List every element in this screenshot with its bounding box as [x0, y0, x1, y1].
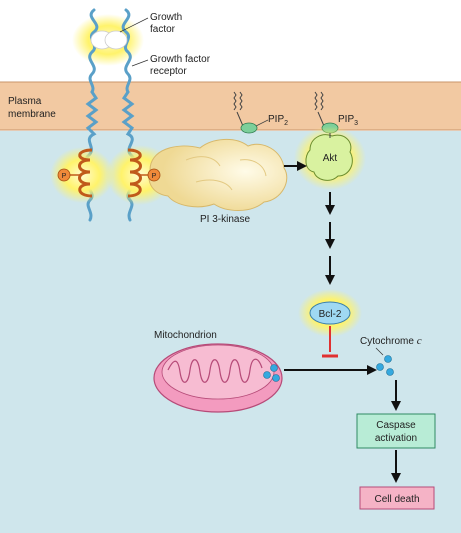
pip2-label-sub: 2: [284, 120, 288, 127]
cytochrome-label: Cytochrome c: [360, 335, 422, 347]
cyt-c-mito-1: [270, 364, 278, 372]
plasma-label-1: Plasma: [8, 96, 42, 107]
cyt-c-2: [376, 363, 384, 371]
akt: [305, 134, 353, 181]
plasma-label-2: membrane: [8, 109, 56, 120]
receptor-label-2: receptor: [150, 66, 187, 77]
caspase-label-1: Caspase: [376, 420, 416, 431]
phosphate-right-label: P: [152, 173, 157, 180]
growth-factor-label-1: Growth: [150, 12, 182, 23]
cytochrome-label-c: c: [417, 335, 422, 347]
caspase-label-2: activation: [375, 433, 417, 444]
pi3k-label: PI 3-kinase: [200, 214, 250, 225]
cell-death-label: Cell death: [374, 494, 419, 505]
plasma-membrane: [0, 82, 461, 130]
receptor-left-kinase: [78, 148, 93, 198]
pip2-label-base: PIP: [268, 114, 284, 125]
bcl2-label: Bcl-2: [319, 309, 342, 320]
mitochondrion-label: Mitochondrion: [154, 330, 217, 341]
pip3-label-base: PIP: [338, 114, 354, 125]
pip2-label: PIP2: [268, 114, 288, 127]
pip2-head: [240, 122, 258, 134]
phosphate-right-icon: [147, 168, 161, 182]
akt-label: Akt: [323, 153, 338, 164]
pip3-tails: [314, 91, 324, 111]
pi3k: [148, 139, 288, 211]
pip3-label-sub: 3: [354, 120, 358, 127]
cyt-c-1: [384, 355, 392, 363]
receptor-label-1: Growth factor: [150, 54, 211, 65]
cell-death-box: [359, 486, 435, 510]
cyt-c-3: [386, 368, 394, 376]
bcl2: [309, 301, 351, 325]
growth-factor-label-2: factor: [150, 24, 176, 35]
caspase-activation-box: [356, 413, 436, 449]
phosphate-left-label: P: [62, 173, 67, 180]
extracellular-space: [0, 0, 461, 82]
cyt-c-mito-2: [263, 371, 271, 379]
pip3-label: PIP3: [338, 114, 358, 127]
receptor-right-kinase: [127, 148, 142, 198]
cytochrome-label-base: Cytochrome: [360, 336, 417, 347]
mitochondrion-cristae: [167, 358, 263, 383]
phosphate-left-icon: [57, 168, 71, 182]
cyt-c-mito-3: [272, 374, 280, 382]
pip2-tails: [233, 91, 243, 111]
